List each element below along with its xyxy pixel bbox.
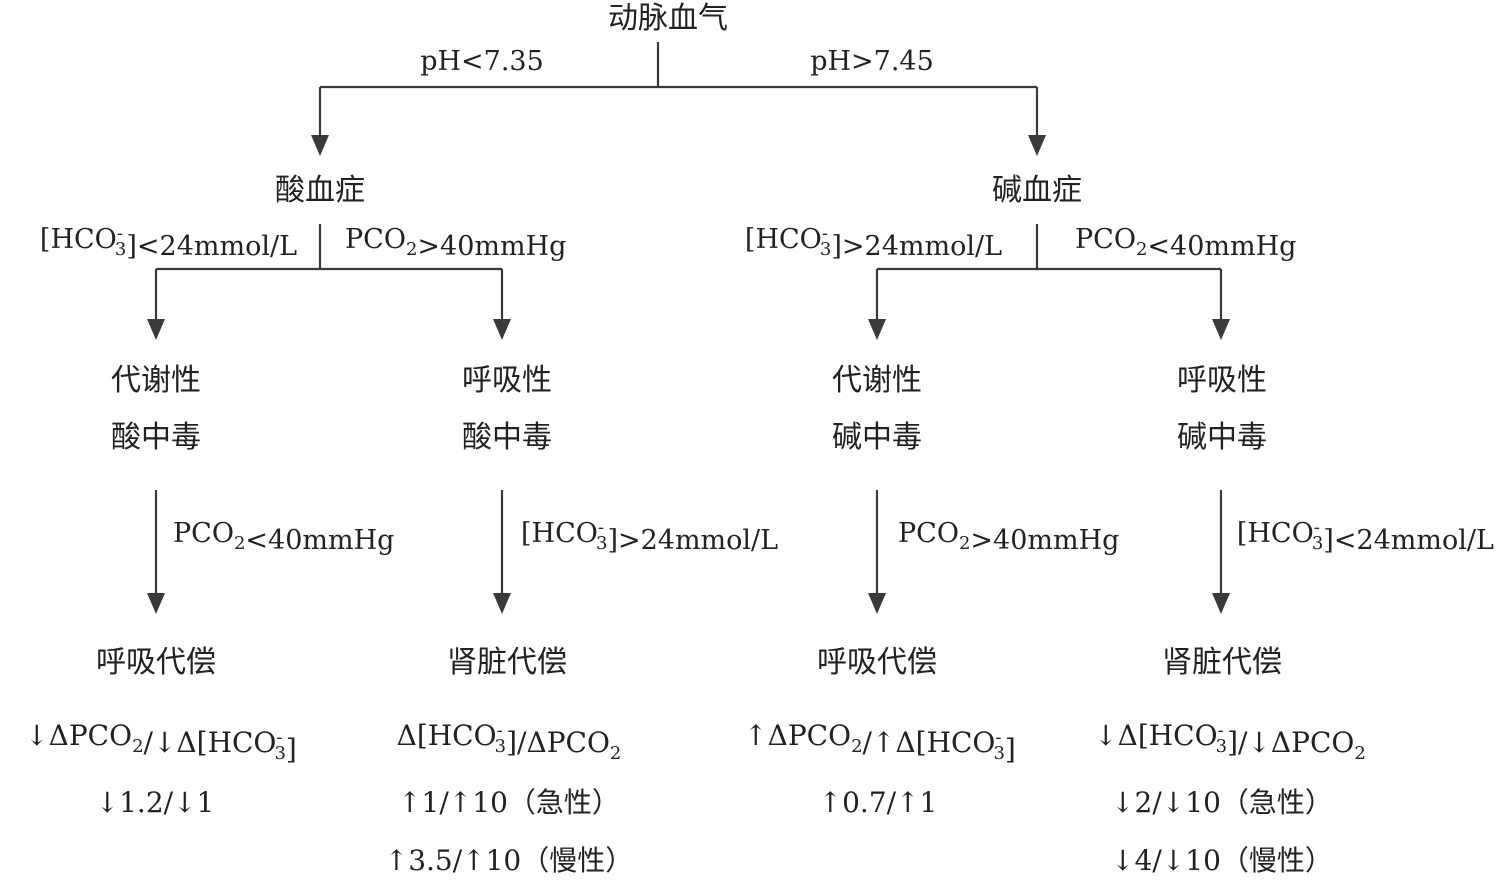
subtype-label-line2: 碱中毒 [1177,420,1267,455]
compensation-condition-respiratory-alkalosis: [HCO-3]<24mmol/L [1237,517,1494,556]
compensation-ratio-acute: ↓2/↓10（急性） [1111,786,1333,819]
root-node: 动脉血气 [608,1,728,36]
compensation-ratio-chronic: ↓4/↓10（慢性） [1111,844,1333,877]
metabolic-alkalosis-node: 代谢性 碱中毒 [832,363,922,455]
compensation-ratio-chronic: ↑3.5/↑10（慢性） [385,844,634,877]
compensation-formula: Δ[HCO-3]/ΔPCO2 [397,719,622,764]
metabolic-acidosis-node: 代谢性 酸中毒 [111,363,201,455]
subtype-label-line1: 呼吸性 [1177,363,1267,398]
compensation-ratio-acute: ↑1/↑10（急性） [398,786,620,819]
subtype-label-line1: 代谢性 [111,363,201,398]
compensation-formula: ↓Δ[HCO-3]/↓ΔPCO2 [1094,719,1366,764]
compensation-node-respiratory: 呼吸代偿 [817,645,937,680]
compensation-condition-metabolic-acidosis: PCO2<40mmHg [173,518,394,556]
respiratory-alkalosis-node: 呼吸性 碱中毒 [1177,363,1267,455]
compensation-node-respiratory: 呼吸代偿 [96,645,216,680]
compensation-condition-respiratory-acidosis: [HCO-3]>24mmol/L [521,517,778,556]
alkalemia-node: 碱血症 [992,173,1082,208]
subtype-label-line1: 代谢性 [832,363,922,398]
compensation-formula: ↑ΔPCO2/↑Δ[HCO-3] [744,719,1016,766]
compensation-formula: ↓ΔPCO2/↓Δ[HCO-3] [25,719,297,766]
compensation-node-renal: 肾脏代偿 [447,645,567,680]
respiratory-acidosis-node: 呼吸性 酸中毒 [462,363,552,455]
compensation-ratio: ↓1.2/↓1 [96,786,215,819]
acidemia-metabolic-condition: [HCO-3]<24mmol/L [40,223,297,262]
alkalemia-metabolic-condition: [HCO-3]>24mmol/L [745,223,1002,262]
subtype-label-line2: 酸中毒 [462,420,552,455]
alkalemia-respiratory-condition: PCO2<40mmHg [1075,224,1296,262]
compensation-condition-metabolic-alkalosis: PCO2>40mmHg [898,518,1119,556]
compensation-ratio: ↑0.7/↑1 [819,786,938,819]
acidemia-node: 酸血症 [275,173,365,208]
subtype-label-line2: 酸中毒 [111,420,201,455]
connectors [147,42,1230,614]
subtype-label-line1: 呼吸性 [462,363,552,398]
compensation-node-renal: 肾脏代偿 [1162,645,1282,680]
subtype-label-line2: 碱中毒 [832,420,922,455]
branch-condition-alkaline: pH>7.45 [810,46,934,77]
acidemia-respiratory-condition: PCO2>40mmHg [345,224,566,262]
branch-condition-acidic: pH<7.35 [420,46,544,77]
